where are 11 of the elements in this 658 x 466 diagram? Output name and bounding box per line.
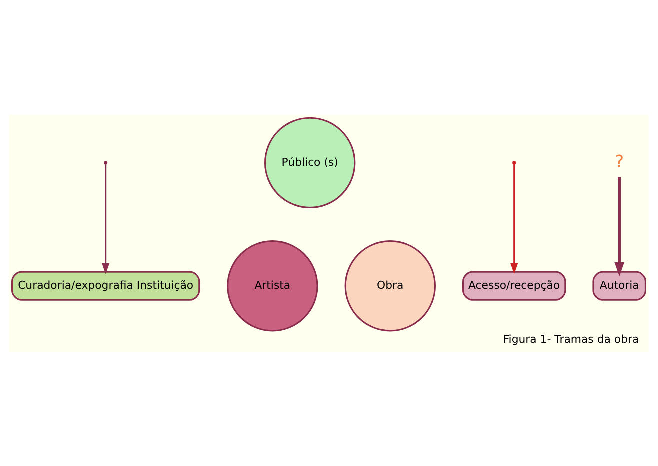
- node-circle: Público (s): [264, 116, 356, 208]
- node-text: ?: [615, 152, 624, 172]
- node-box: Acesso/recepção: [462, 270, 566, 300]
- arrow: [102, 164, 110, 274]
- node-circle: Obra: [344, 240, 436, 332]
- node-box: Curadoria/expografia Instituição: [12, 270, 200, 300]
- node-box: Autoria: [592, 270, 646, 300]
- arrow: [510, 164, 518, 274]
- arrow: [614, 176, 625, 276]
- node-circle: Artista: [227, 240, 318, 332]
- caption: Figura 1- Tramas da obra: [503, 332, 640, 346]
